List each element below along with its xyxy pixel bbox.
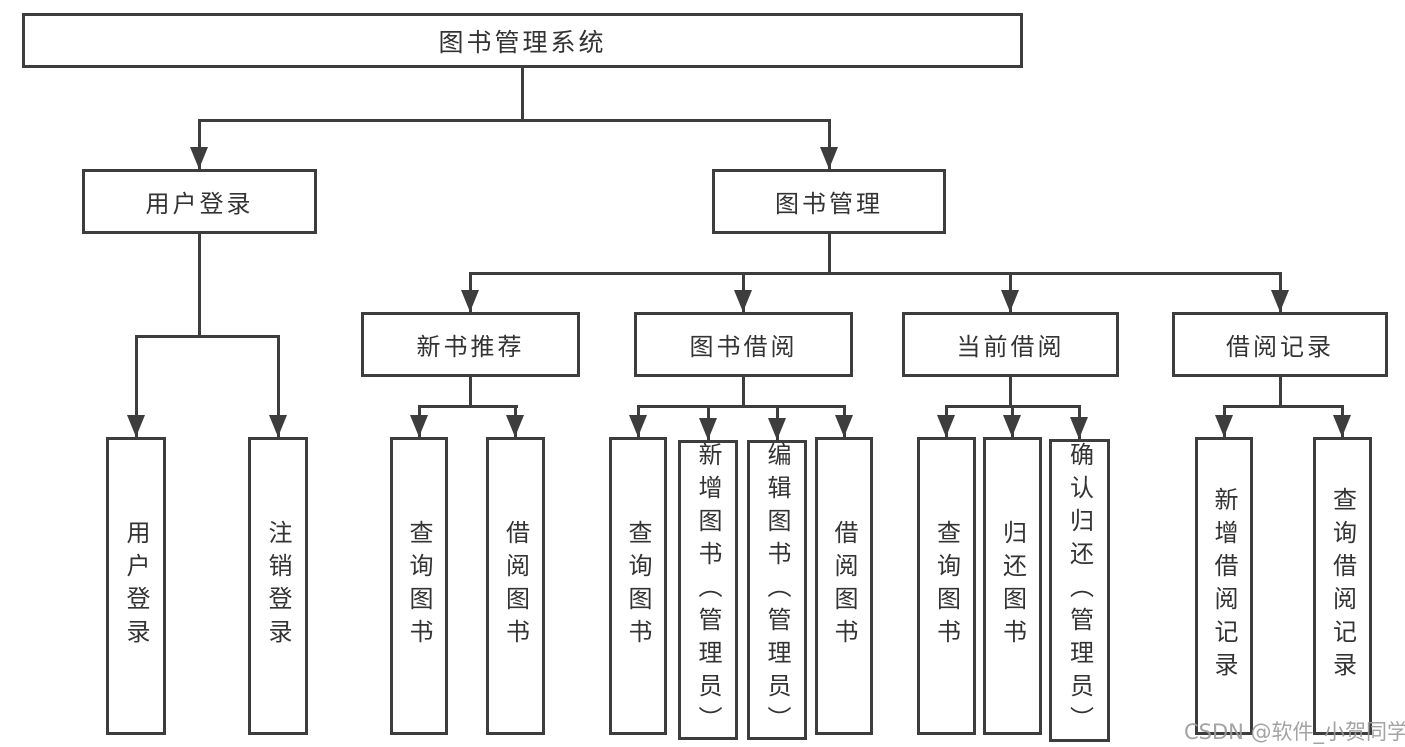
connector-line — [1223, 405, 1343, 408]
connector-line — [135, 335, 280, 338]
node-label: 图书管理系统 — [438, 27, 607, 57]
node-label: 注销登录 — [264, 520, 292, 652]
node-label: 当前借阅 — [956, 333, 1065, 361]
node-label: 查询图书 — [405, 520, 433, 652]
arrow-down-icon — [506, 415, 524, 437]
node-borrow-records: 借阅记录 — [1172, 312, 1388, 377]
connector-line — [135, 335, 138, 437]
connector-line — [469, 272, 1282, 275]
arrow-down-icon — [835, 415, 853, 437]
arrow-down-icon — [768, 418, 786, 440]
arrow-down-icon — [1215, 415, 1233, 437]
connector-line — [198, 234, 201, 338]
node-current-borrow: 当前借阅 — [902, 312, 1119, 377]
node-label: 图书管理 — [775, 190, 883, 218]
connector-line — [1009, 377, 1012, 408]
arrow-down-icon — [629, 415, 647, 437]
leaf-user-login: 用户登录 — [106, 437, 166, 735]
leaf-query-book-current: 查询图书 — [917, 437, 976, 735]
node-label: 新书推荐 — [416, 333, 525, 361]
connector-line — [1279, 377, 1282, 408]
leaf-borrow-book-recommend: 借阅图书 — [486, 437, 545, 735]
node-label: 借阅图书 — [830, 520, 858, 652]
arrow-down-icon — [269, 415, 287, 437]
node-label: 新增借阅记录 — [1210, 487, 1238, 685]
arrow-down-icon — [734, 290, 752, 312]
connector-line — [277, 335, 280, 437]
leaf-confirm-return-admin: 确认归还（管理员） — [1049, 439, 1110, 742]
arrow-down-icon — [820, 147, 838, 169]
connector-line — [198, 119, 201, 169]
arrow-down-icon — [937, 415, 955, 437]
leaf-logout-login: 注销登录 — [248, 437, 308, 735]
arrow-down-icon — [699, 418, 717, 440]
arrow-down-icon — [1070, 417, 1088, 439]
connector-line — [198, 119, 831, 122]
arrow-down-icon — [1003, 415, 1021, 437]
connector-line — [469, 377, 472, 408]
connector-line — [828, 234, 831, 275]
arrow-down-icon — [410, 415, 428, 437]
leaf-query-book-recommend: 查询图书 — [390, 437, 448, 735]
node-label: 用户登录 — [145, 190, 254, 218]
node-label: 查询图书 — [932, 520, 961, 652]
arrow-down-icon — [1333, 415, 1351, 437]
node-user-login: 用户登录 — [82, 169, 317, 234]
node-label: 归还图书 — [998, 520, 1027, 652]
node-book-borrow: 图书借阅 — [634, 312, 853, 377]
arrow-down-icon — [127, 415, 145, 437]
connector-line — [742, 377, 745, 408]
connector-line — [637, 405, 846, 408]
node-book-management: 图书管理 — [712, 169, 946, 234]
node-label: 借阅记录 — [1226, 333, 1334, 361]
leaf-query-book-borrow: 查询图书 — [609, 437, 667, 735]
node-label: 借阅图书 — [501, 520, 530, 652]
node-label: 用户登录 — [122, 520, 150, 652]
leaf-query-borrow-record: 查询借阅记录 — [1313, 437, 1372, 735]
connector-line — [418, 405, 518, 408]
watermark: CSDN @软件_小贺同学 — [1184, 720, 1405, 744]
arrow-down-icon — [190, 147, 208, 169]
leaf-add-borrow-record: 新增借阅记录 — [1195, 437, 1253, 735]
node-label: 新增图书（管理员） — [694, 441, 722, 739]
leaf-return-book: 归还图书 — [983, 437, 1042, 735]
node-label: 查询图书 — [624, 520, 652, 652]
arrow-down-icon — [1271, 290, 1289, 312]
arrow-down-icon — [461, 290, 479, 312]
node-library-management-system: 图书管理系统 — [22, 13, 1023, 68]
node-label: 编辑图书（管理员） — [763, 441, 791, 739]
arrow-down-icon — [1001, 290, 1019, 312]
node-label: 图书借阅 — [689, 333, 798, 361]
leaf-add-book-admin: 新增图书（管理员） — [678, 440, 738, 740]
connector-line — [521, 68, 524, 121]
node-label: 确认归还（管理员） — [1065, 442, 1094, 739]
node-label: 查询借阅记录 — [1328, 487, 1357, 685]
leaf-borrow-book: 借阅图书 — [815, 437, 873, 735]
node-new-book-recommend: 新书推荐 — [361, 312, 580, 377]
connector-line — [828, 119, 831, 169]
leaf-edit-book-admin: 编辑图书（管理员） — [747, 440, 807, 740]
